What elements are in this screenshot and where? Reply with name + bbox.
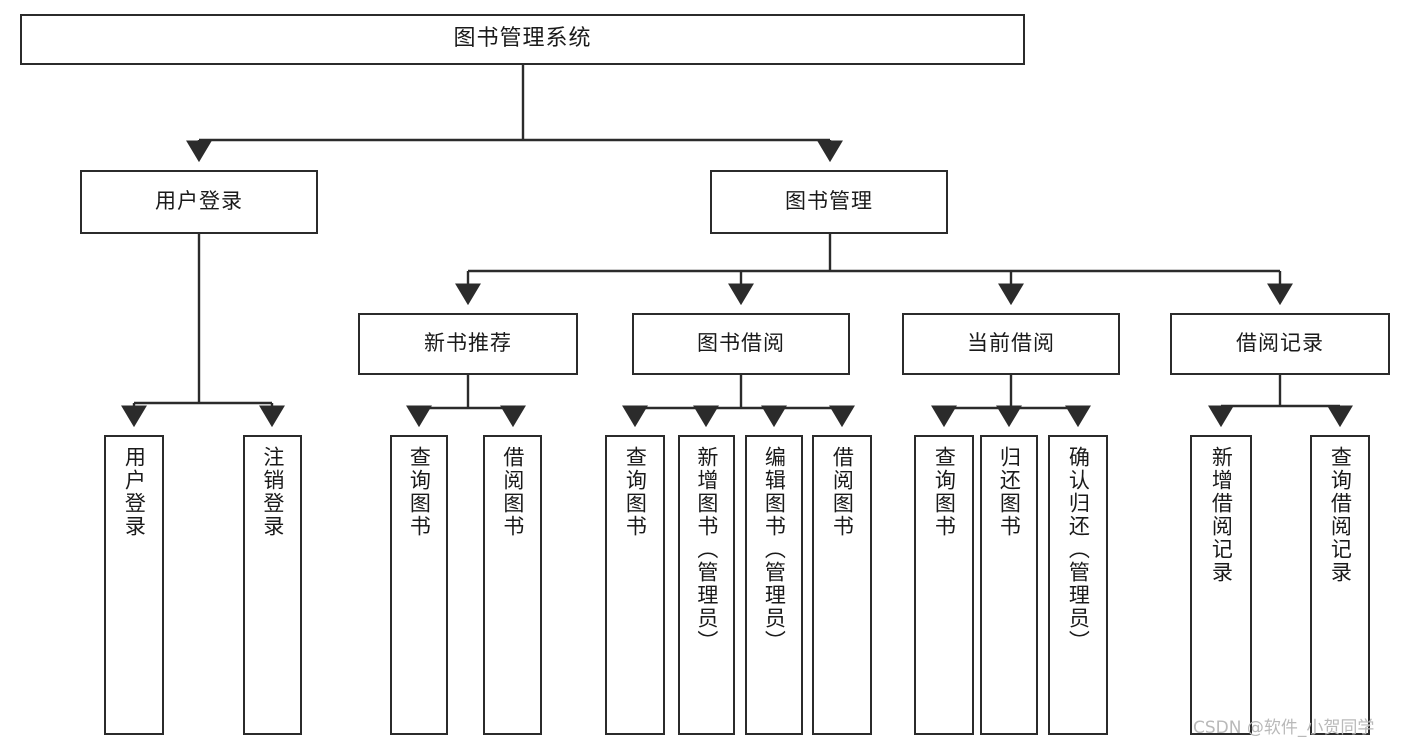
leaf-user-login-label: 用户登录: [122, 446, 147, 538]
node-user-login-label: 用户登录: [155, 189, 243, 214]
leaf-borrow-books-recommend-label: 借阅图书: [500, 446, 525, 538]
node-new-book-recommend-label: 新书推荐: [424, 331, 512, 356]
node-book-borrow[interactable]: 图书借阅: [632, 313, 850, 375]
node-borrow-records[interactable]: 借阅记录: [1170, 313, 1390, 375]
leaf-query-books-current[interactable]: 查询图书: [914, 435, 974, 735]
node-new-book-recommend[interactable]: 新书推荐: [358, 313, 578, 375]
leaf-edit-book-admin-label: 编辑图书（管理员）: [762, 446, 787, 653]
leaf-return-books-label: 归还图书: [997, 446, 1022, 538]
node-book-borrow-label: 图书借阅: [697, 331, 785, 356]
node-book-management[interactable]: 图书管理: [710, 170, 948, 234]
leaf-confirm-return-admin-label: 确认归还（管理员）: [1066, 446, 1091, 653]
leaf-borrow-books[interactable]: 借阅图书: [812, 435, 872, 735]
leaf-query-books-borrow-label: 查询图书: [623, 446, 648, 538]
node-user-login[interactable]: 用户登录: [80, 170, 318, 234]
leaf-query-books-recommend[interactable]: 查询图书: [390, 435, 448, 735]
csdn-watermark: CSDN @软件_小贺同学: [1193, 718, 1375, 738]
leaf-add-book-admin-label: 新增图书（管理员）: [694, 446, 719, 653]
leaf-borrow-books-recommend[interactable]: 借阅图书: [483, 435, 542, 735]
leaf-return-books[interactable]: 归还图书: [980, 435, 1038, 735]
node-borrow-records-label: 借阅记录: [1236, 331, 1324, 356]
node-current-borrow[interactable]: 当前借阅: [902, 313, 1120, 375]
leaf-borrow-books-label: 借阅图书: [830, 446, 855, 538]
leaf-query-books-current-label: 查询图书: [932, 446, 957, 538]
leaf-add-borrow-record-label: 新增借阅记录: [1209, 446, 1234, 584]
leaf-confirm-return-admin[interactable]: 确认归还（管理员）: [1048, 435, 1108, 735]
leaf-query-books-borrow[interactable]: 查询图书: [605, 435, 665, 735]
leaf-add-book-admin[interactable]: 新增图书（管理员）: [678, 435, 735, 735]
node-book-management-label: 图书管理: [785, 189, 873, 214]
leaf-query-books-recommend-label: 查询图书: [407, 446, 432, 538]
leaf-user-logout[interactable]: 注销登录: [243, 435, 302, 735]
node-root-label: 图书管理系统: [453, 26, 592, 52]
node-root[interactable]: 图书管理系统: [20, 14, 1025, 65]
leaf-edit-book-admin[interactable]: 编辑图书（管理员）: [745, 435, 803, 735]
leaf-user-logout-label: 注销登录: [260, 446, 285, 538]
leaf-user-login[interactable]: 用户登录: [104, 435, 164, 735]
leaf-query-borrow-record[interactable]: 查询借阅记录: [1310, 435, 1370, 735]
leaf-query-borrow-record-label: 查询借阅记录: [1328, 446, 1353, 584]
leaf-add-borrow-record[interactable]: 新增借阅记录: [1190, 435, 1252, 735]
node-current-borrow-label: 当前借阅: [967, 331, 1055, 356]
